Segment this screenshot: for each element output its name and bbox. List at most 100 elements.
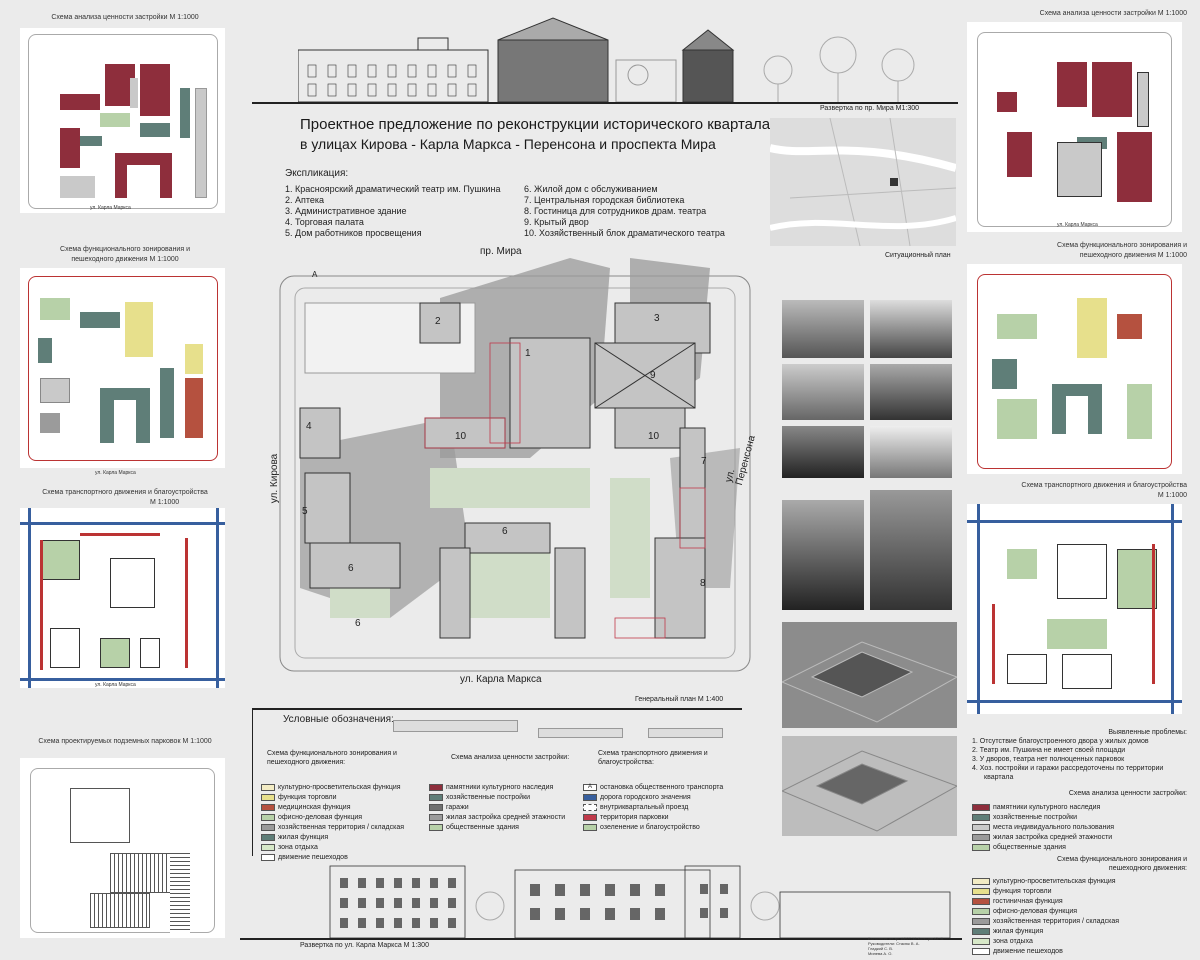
legend-col1-item: жилая функция — [261, 832, 404, 842]
legend-col1-item: зона отдыха — [261, 842, 404, 852]
stop-marker-a: А — [312, 270, 318, 279]
photo — [870, 364, 952, 420]
legend-col1-item: медицинская функция — [261, 802, 404, 812]
right-legend-1-item: хозяйственные постройки — [972, 812, 1114, 822]
right-legend-2-swatch — [972, 877, 990, 885]
left-scheme-3-street: ул. Карла Маркса — [95, 682, 136, 688]
explication-right: 6. Жилой дом с обслуживанием 7. Централь… — [524, 184, 725, 239]
explication-title: Экспликация: — [285, 168, 349, 179]
right-legend-2-label: движение пешеходов — [993, 947, 1063, 955]
legend-col2-label: хозяйственные постройки — [446, 793, 531, 801]
legend-col3-swatch — [583, 813, 597, 821]
general-plan: 1 2 3 4 5 6 6 6 7 8 9 10 10 А пр. Мира у… — [269, 246, 760, 690]
legend-col3-title: Схема транспортного движения и — [598, 750, 708, 757]
legend-col3-swatch — [583, 823, 597, 831]
right-legend-1-title: Схема анализа ценности застройки: — [1068, 790, 1187, 797]
main-subtitle: в улицах Кирова - Карла Маркса - Перенсо… — [300, 136, 716, 152]
legend-col1-item: движение пешеходов — [261, 852, 404, 862]
left-scheme-2-title2: пешеходного движения М 1:1000 — [71, 256, 179, 263]
photo — [870, 300, 952, 358]
legend-col2-item: памятники культурного наследия — [429, 782, 565, 792]
legend-col1-item: офисно-деловая функция — [261, 812, 404, 822]
right-legend-1-label: места индивидуального пользования — [993, 823, 1115, 831]
right-legend-2-label: культурно-просветительская функция — [993, 877, 1116, 885]
legend-col2-item: жилая застройка средней этажности — [429, 812, 565, 822]
legend-col2-label: памятники культурного наследия — [446, 783, 554, 791]
right-legend-2-swatch — [972, 917, 990, 925]
expl-item: 1. Красноярский драматический театр им. … — [285, 184, 501, 194]
left-scheme-1-title: Схема анализа ценности застройки М 1:100… — [51, 14, 199, 21]
right-legend-2-item: культурно-просветительская функция — [972, 876, 1119, 886]
legend-col1-label: офисно-деловая функция — [278, 813, 363, 821]
photos — [782, 300, 957, 610]
expl-item: 7. Центральная городская библиотека — [524, 195, 685, 205]
right-legend-1-label: общественные здания — [993, 843, 1066, 851]
right-scheme-2-title2: пешеходного движения М 1:1000 — [1079, 252, 1187, 259]
right-legend-2-swatch — [972, 927, 990, 935]
bnum-5: 5 — [302, 506, 308, 517]
expl-item: 9. Крытый двор — [524, 217, 589, 227]
expl-item: 10. Хозяйственный блок драматического те… — [524, 228, 725, 238]
left-scheme-3-title2: М 1:1000 — [150, 499, 180, 506]
elevation-top-baseline — [252, 102, 958, 104]
legend-col3-label: озеленение и благоустройство — [600, 823, 700, 831]
right-legend-1-swatch — [972, 813, 990, 821]
problem-item: 3. У дворов, театра нет полноценных парк… — [972, 756, 1125, 763]
right-scheme-3-map — [967, 504, 1182, 714]
legend-col1-label: хозяйственная территория / складская — [278, 823, 405, 831]
explication-left: 1. Красноярский драматический театр им. … — [285, 184, 501, 239]
bnum-7: 7 — [701, 456, 707, 467]
legend-col1-label: движение пешеходов — [278, 853, 348, 861]
legend-col1-label: функция торговли — [278, 793, 337, 801]
bnum-2: 2 — [435, 316, 441, 327]
legend-col3-swatch: А — [583, 783, 597, 791]
bnum-4: 4 — [306, 421, 312, 432]
right-legend-1-swatch — [972, 833, 990, 841]
bnum-9: 9 — [650, 370, 656, 381]
right-legend-2-item: хозяйственная территория / складская — [972, 916, 1119, 926]
right-legend-2-item: жилая функция — [972, 926, 1119, 936]
general-plan-caption: Генеральный план М 1:400 — [635, 696, 724, 703]
bnum-6a: 6 — [502, 526, 508, 537]
legend-col3-item: дорога городского значения — [583, 792, 723, 802]
problems: Выявленные проблемы: 1. Отсутствие благо… — [972, 728, 1197, 782]
right-scheme-3-title: Схема транспортного движения и благоустр… — [1021, 482, 1187, 489]
right-legend-2-item: движение пешеходов — [972, 946, 1119, 956]
legend-col2-title: Схема анализа ценности застройки: — [451, 754, 570, 761]
left-scheme-2-title: Схема функционального зонирования и — [60, 246, 190, 253]
right-scheme-2-map — [967, 264, 1182, 474]
left-scheme-4-map — [20, 758, 225, 938]
right-legend-2-swatch — [972, 937, 990, 945]
expl-item: 5. Дом работников просвещения — [285, 228, 422, 238]
legend-col3-title2: благоустройства: — [598, 759, 654, 766]
problems-title: Выявленные проблемы: — [1108, 729, 1187, 736]
axon-view-2 — [782, 736, 957, 836]
expl-item: 2. Аптека — [285, 195, 325, 205]
elevation-top-caption: Развертка по пр. Мира М1:300 — [820, 105, 920, 112]
legend-col1-swatch — [261, 843, 275, 851]
legend-col3-swatch — [583, 793, 597, 801]
legend-col2-swatch — [429, 793, 443, 801]
street-label-mira: пр. Мира — [480, 246, 522, 257]
right-legend-2-swatch — [972, 887, 990, 895]
legend-col2-item: общественные здания — [429, 822, 565, 832]
legend-col1-label: культурно-просветительская функция — [278, 783, 401, 791]
right-legend-2-title: Схема функционального зонирования и — [1057, 856, 1187, 863]
legend-panel: Условные обозначения: Схема функциональн… — [252, 708, 742, 861]
right-scheme-3-title2: М 1:1000 — [1157, 492, 1187, 499]
expl-item: 6. Жилой дом с обслуживанием — [524, 184, 658, 194]
right-legend-1-swatch — [972, 803, 990, 811]
photo — [870, 490, 952, 610]
left-scheme-3-map — [20, 508, 225, 688]
right-legend-2-label: офисно-деловая функция — [993, 907, 1078, 915]
photo — [782, 364, 864, 420]
right-legend-2-item: гостиничная функция — [972, 896, 1119, 906]
legend-col1-item: хозяйственная территория / складская — [261, 822, 404, 832]
problem-item: 1. Отсутствие благоустроенного двора у ж… — [972, 738, 1149, 745]
expl-item: 4. Торговая палата — [285, 217, 364, 227]
legend-col2-swatch — [429, 783, 443, 791]
legend-col2-item: хозяйственные постройки — [429, 792, 565, 802]
left-scheme-4-title: Схема проектируемых подземных парковок М… — [38, 738, 212, 745]
right-scheme-1-street: ул. Карла Маркса — [1057, 222, 1098, 228]
